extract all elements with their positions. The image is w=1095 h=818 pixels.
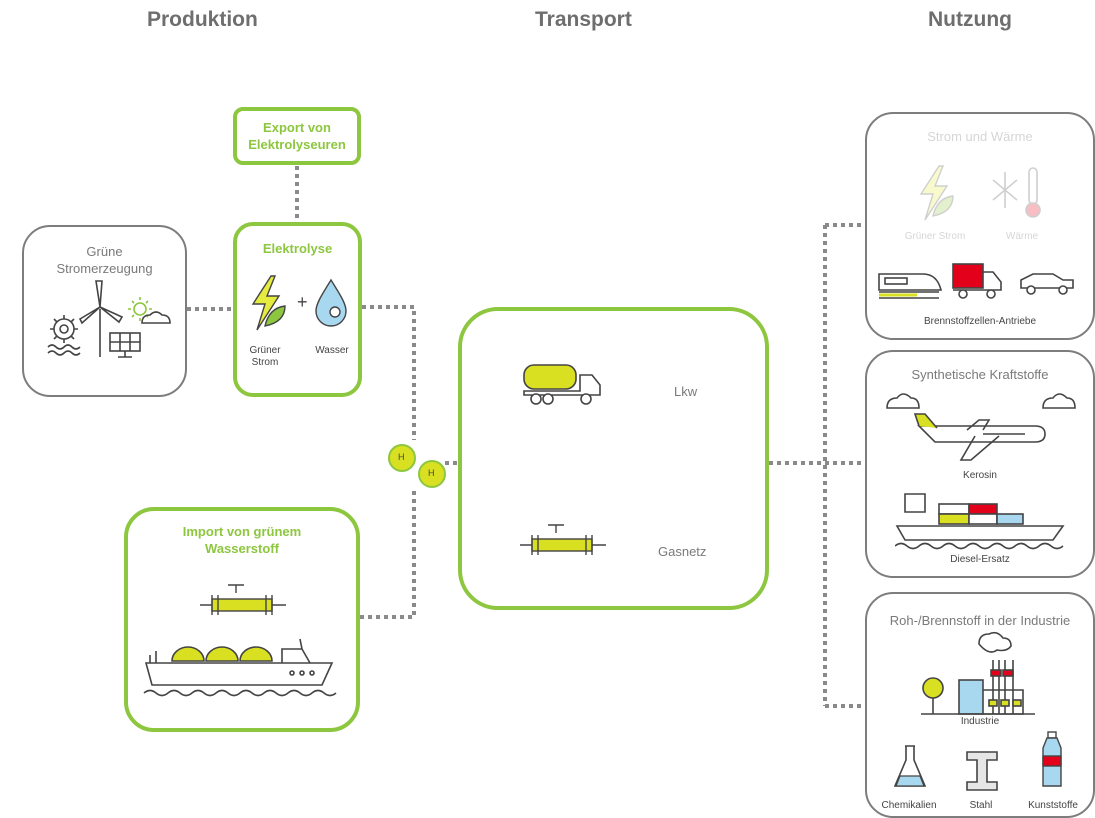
pipeline-icon [200,584,286,615]
chemicals-icon [893,745,927,787]
fuel-cell-vehicles-icon [878,263,1074,299]
synfuels-diesel-label: Diesel-Ersatz [950,554,1010,565]
synfuels-kerosene-label: Kerosin [963,470,997,481]
industry-title: Roh-/Brennstoff in der Industrie [889,613,1071,628]
lng-ship-icon [143,638,337,697]
plastics-icon [1042,731,1062,787]
green-power-title: Grüne Stromerzeugung [56,244,153,276]
truck-icon [523,364,601,405]
column-heading-transport: Transport [535,8,632,31]
green-power-box: Grüne Stromerzeugung [22,225,187,397]
power-heat-heat-label: Wärme [1005,231,1039,242]
connector-electrolysis-hub [362,305,416,440]
industry-industry-label: Industrie [960,716,1000,727]
electrolysis-water-label: Wasser [315,345,349,356]
column-heading-production: Produktion [147,8,258,31]
power-heat-power-label: Grüner Strom [904,231,966,242]
transport-box: Lkw Gasnetz [458,307,769,610]
synfuels-title: Synthetische Kraftstoffe [911,367,1049,382]
green-power-icon [251,275,286,331]
import-box: Import von grünem Wasserstoff [124,507,360,732]
industry-plastics-label: Kunststoffe [1028,800,1078,811]
hydrogen-atom-1: H [398,452,405,462]
container-ship-icon [895,493,1065,550]
hydrogen-molecule-icon [388,444,446,488]
synfuels-box: Synthetische Kraftstoffe Kerosin Diesel-… [865,350,1095,578]
plus-sign: + [297,292,308,312]
renewables-icon [47,280,171,358]
airplane-icon [886,393,1076,461]
import-title: Import von grünem Wasserstoff [182,524,302,556]
transport-grid-label: Gasnetz [658,544,707,559]
industry-box: Roh-/Brennstoff in der Industrie Industr… [865,592,1095,818]
power-heat-title: Strom und Wärme [927,129,1033,144]
export-title: Export von Elektrolyseuren [248,120,346,152]
factory-icon [921,631,1035,715]
electrolysis-box: Elektrolyse + Grüner Strom Wasser [233,222,362,397]
steel-icon [966,751,998,791]
transport-truck-label: Lkw [674,384,698,399]
faint-heat-icon [992,167,1041,218]
industry-steel-label: Stahl [969,800,993,811]
connector-import-hub [360,490,416,619]
hydrogen-atom-2: H [428,468,435,478]
column-heading-usage: Nutzung [928,8,1012,31]
faint-power-icon [919,165,954,221]
export-box: Export von Elektrolyseuren [233,107,361,165]
power-heat-box: Strom und Wärme Grüner Strom Wärme Brenn… [865,112,1095,340]
electrolysis-power-label: Grüner Strom [249,345,281,368]
electrolysis-title: Elektrolyse [262,241,333,256]
power-heat-drives-label: Brennstoffzellen-Antriebe [923,316,1037,327]
water-drop-icon [315,278,347,327]
gas-grid-icon [520,524,606,555]
industry-chemicals-label: Chemikalien [881,800,937,811]
